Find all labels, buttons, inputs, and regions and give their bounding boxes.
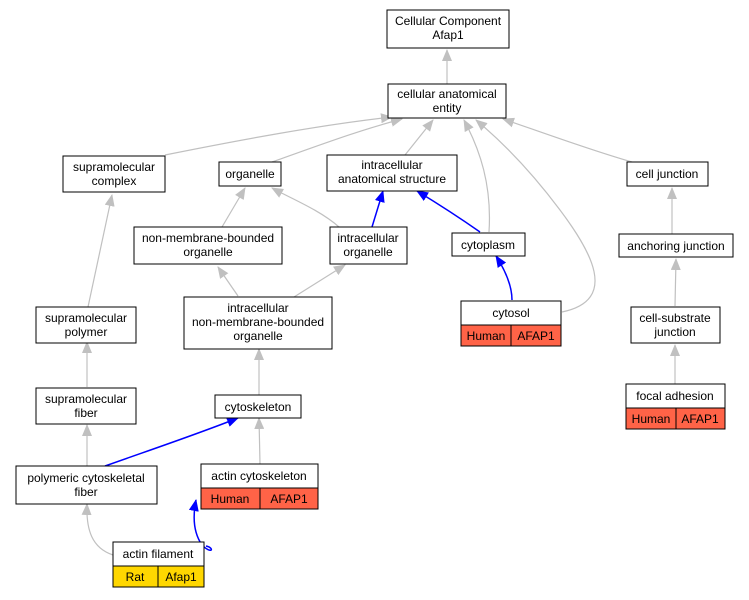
node-label: fiber bbox=[74, 406, 97, 420]
edge-actincyto-cytoskeleton bbox=[254, 417, 265, 465]
node-cytoplasm[interactable]: cytoplasm bbox=[451, 232, 526, 257]
edge-polycyto-cytoskeleton bbox=[104, 417, 239, 467]
node-label: complex bbox=[92, 174, 137, 188]
node-label: intracellular bbox=[227, 301, 288, 315]
edge-supcomplex-cae bbox=[164, 113, 393, 156]
node-label: polymeric cytoskeletal bbox=[27, 471, 144, 485]
node-label: junction bbox=[653, 325, 695, 339]
node-label: entity bbox=[433, 101, 462, 115]
node-intracellular-non-membrane-bounded-organelle[interactable]: intracellular non-membrane-bounded organ… bbox=[183, 296, 333, 350]
edge-suppolymer-supcomplex bbox=[87, 194, 115, 308]
annotation-species: Human bbox=[467, 329, 506, 343]
node-label: non-membrane-bounded bbox=[142, 231, 274, 245]
edges-is-a bbox=[81, 49, 681, 556]
node-intracellular-organelle[interactable]: intracellular organelle bbox=[329, 226, 408, 265]
edge-intraorg-ias bbox=[371, 190, 385, 228]
node-actin-filament[interactable]: actin filament Rat Afap1 bbox=[112, 541, 205, 588]
annotation-gene: AFAP1 bbox=[681, 412, 719, 426]
node-label: Cellular Component bbox=[395, 14, 502, 28]
edge-cytoplasm-ias bbox=[416, 190, 481, 233]
node-root[interactable]: Cellular Component Afap1 bbox=[386, 9, 510, 49]
edge-nmbo-organelle bbox=[221, 187, 246, 228]
node-intracellular-anatomical-structure[interactable]: intracellular anatomical structure bbox=[326, 154, 458, 192]
node-label: anatomical structure bbox=[338, 172, 446, 186]
node-label: organelle bbox=[343, 245, 393, 259]
node-label: anchoring junction bbox=[627, 239, 724, 253]
edge-actinfil-polycyto bbox=[81, 503, 114, 556]
node-polymeric-cytoskeletal-fiber[interactable]: polymeric cytoskeletal fiber bbox=[15, 465, 158, 505]
annotation-species: Human bbox=[632, 412, 671, 426]
node-non-membrane-bounded-organelle[interactable]: non-membrane-bounded organelle bbox=[133, 226, 283, 265]
node-cell-junction[interactable]: cell junction bbox=[626, 161, 709, 187]
node-label: cytoskeleton bbox=[225, 400, 292, 414]
edge-inmbo-nmbo bbox=[217, 266, 239, 297]
edge-cytoplasm-cae bbox=[463, 119, 491, 233]
edge-inmbo-intraorg bbox=[293, 264, 346, 298]
node-label: cell-substrate bbox=[639, 311, 711, 325]
node-label: organelle bbox=[183, 245, 233, 259]
annotation-gene: AFAP1 bbox=[270, 492, 308, 506]
annotation-gene: Afap1 bbox=[165, 570, 197, 584]
node-focal-adhesion[interactable]: focal adhesion Human AFAP1 bbox=[625, 383, 726, 430]
edge-ias-cae bbox=[404, 119, 434, 156]
node-label: actin filament bbox=[123, 547, 194, 561]
node-cytoskeleton[interactable]: cytoskeleton bbox=[214, 394, 302, 419]
node-label: intracellular bbox=[361, 158, 422, 172]
node-label: focal adhesion bbox=[636, 389, 713, 403]
edge-intraorg-organelle bbox=[271, 187, 340, 228]
node-supramolecular-complex[interactable]: supramolecular complex bbox=[62, 155, 166, 193]
node-label: supramolecular bbox=[73, 160, 155, 174]
node-supramolecular-fiber[interactable]: supramolecular fiber bbox=[35, 387, 137, 425]
node-label: cellular anatomical bbox=[397, 87, 496, 101]
edge-organelle-cae bbox=[271, 116, 403, 163]
node-cell-substrate-junction[interactable]: cell-substrate junction bbox=[630, 306, 721, 344]
node-label: cell junction bbox=[636, 167, 699, 181]
edge-cytosol-cae bbox=[475, 119, 596, 313]
node-actin-cytoskeleton[interactable]: actin cytoskeleton Human AFAP1 bbox=[200, 463, 319, 510]
node-label: Afap1 bbox=[432, 28, 464, 42]
node-organelle[interactable]: organelle bbox=[218, 161, 282, 187]
node-label: non-membrane-bounded bbox=[192, 315, 324, 329]
node-cytosol[interactable]: cytosol Human AFAP1 bbox=[460, 300, 562, 347]
node-label: organelle bbox=[233, 329, 283, 343]
node-label: intracellular bbox=[337, 231, 398, 245]
edge-cellsub-anchoring bbox=[670, 258, 681, 307]
node-label: organelle bbox=[225, 167, 275, 181]
node-label: actin cytoskeleton bbox=[211, 469, 306, 483]
annotation-species: Human bbox=[211, 492, 250, 506]
annotation-gene: AFAP1 bbox=[517, 329, 555, 343]
node-anchoring-junction[interactable]: anchoring junction bbox=[618, 233, 734, 258]
node-label: polymer bbox=[65, 325, 108, 339]
edge-celljunction-cae bbox=[502, 117, 633, 163]
node-label: supramolecular bbox=[45, 392, 127, 406]
node-label: fiber bbox=[74, 485, 97, 499]
node-label: cytoplasm bbox=[461, 238, 515, 252]
node-cellular-anatomical-entity[interactable]: cellular anatomical entity bbox=[387, 83, 507, 119]
node-label: cytosol bbox=[492, 306, 529, 320]
edge-cytosol-cytoplasm bbox=[495, 255, 513, 301]
node-supramolecular-polymer[interactable]: supramolecular polymer bbox=[35, 306, 137, 344]
annotation-species: Rat bbox=[126, 570, 145, 584]
node-label: supramolecular bbox=[45, 311, 127, 325]
